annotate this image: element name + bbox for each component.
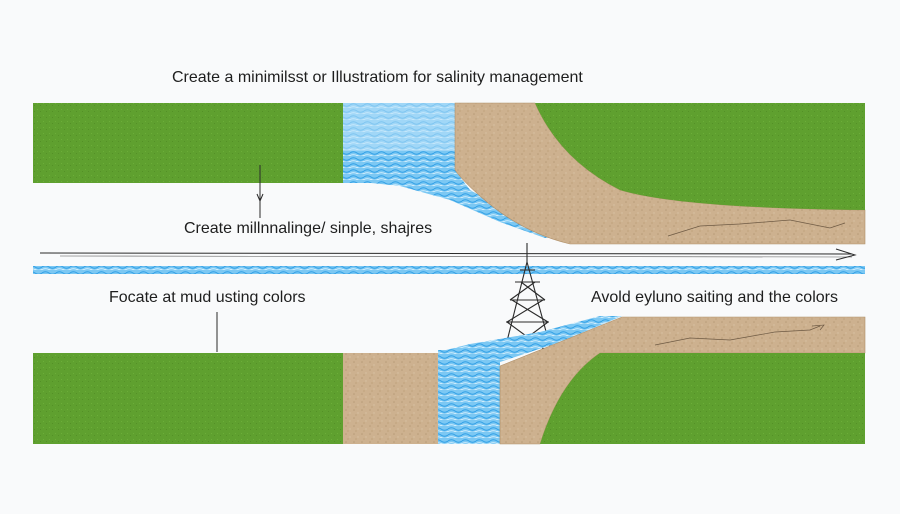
bottom-soil-crack-tip bbox=[811, 324, 825, 331]
right-label-text: Avold eyluno saiting and the colors bbox=[591, 289, 838, 306]
long-arrow-head bbox=[835, 248, 857, 261]
bottom-left-grass-field bbox=[33, 353, 343, 444]
top-left-grass-field bbox=[33, 103, 343, 183]
bottom-right-grass-field bbox=[540, 353, 865, 444]
long-horizontal-arrow bbox=[39, 252, 853, 255]
bottom-water-inflow bbox=[438, 316, 622, 364]
long-horizontal-arrow-shadow bbox=[59, 255, 853, 258]
bottom-water-channel bbox=[438, 350, 500, 444]
top-title-text: Create a minimilsst or Illustratiom for … bbox=[172, 69, 583, 86]
top-water-outflow bbox=[343, 170, 560, 238]
bottom-soil-crack bbox=[654, 325, 821, 346]
top-right-grass-field bbox=[535, 103, 865, 210]
top-waterfall-highlight bbox=[343, 103, 455, 151]
top-vertical-arrowhead bbox=[256, 193, 264, 203]
middle-label-text: Create millnnalinge/ sinple, shajres bbox=[184, 220, 433, 237]
top-soil-crack bbox=[667, 219, 846, 237]
middle-water-channel bbox=[33, 266, 865, 274]
left-label-text: Focate at mud usting colors bbox=[109, 289, 306, 306]
bottom-left-soil-block bbox=[343, 353, 438, 444]
